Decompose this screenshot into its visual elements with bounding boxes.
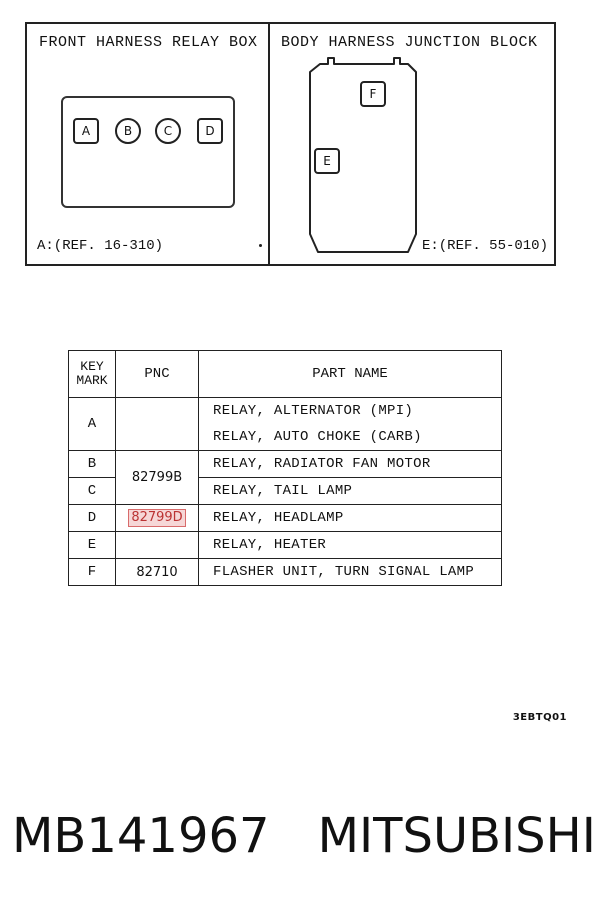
part-name-cell: RELAY, TAIL LAMP [198, 477, 502, 505]
header-part-name: PART NAME [198, 350, 502, 398]
part-number: MB141967 [12, 808, 270, 864]
part-name: RELAY, RADIATOR FAN MOTOR [213, 456, 431, 472]
part-name-cell: FLASHER UNIT, TURN SIGNAL LAMP [198, 558, 502, 586]
figure-code: 3EBTQ01 [512, 712, 567, 723]
highlighted-pnc-link[interactable]: 82799D [128, 509, 186, 527]
table-row: A RELAY, ALTERNATOR (MPI) RELAY, AUTO CH… [68, 397, 502, 451]
body-harness-junction-block-title: BODY HARNESS JUNCTION BLOCK [281, 34, 538, 51]
slot-f: F [360, 81, 386, 107]
front-harness-relay-box-title: FRONT HARNESS RELAY BOX [39, 34, 258, 51]
pnc-cell [115, 397, 199, 451]
part-name-cell: RELAY, ALTERNATOR (MPI) RELAY, AUTO CHOK… [198, 397, 502, 451]
slot-d: D [197, 118, 223, 144]
table-row: F 82710 FLASHER UNIT, TURN SIGNAL LAMP [68, 558, 502, 586]
key-mark-cell: D [68, 504, 116, 532]
slot-c: C [155, 118, 181, 144]
parts-table: KEY MARK PNC PART NAME A RELAY, ALTERNAT… [68, 350, 502, 586]
header-pnc: PNC [115, 350, 199, 398]
key-mark-cell: E [68, 531, 116, 559]
relay-box-outline: A B C D [61, 96, 235, 208]
key-mark-cell: F [68, 558, 116, 586]
slot-e: E [314, 148, 340, 174]
table-row: B 82799B RELAY, RADIATOR FAN MOTOR [68, 450, 502, 505]
pnc-cell [115, 531, 199, 559]
diagram-panels: FRONT HARNESS RELAY BOX A B C D A:(REF. … [25, 22, 556, 266]
key-mark-cell: A [68, 397, 116, 451]
part-name-cell: RELAY, RADIATOR FAN MOTOR [198, 450, 502, 478]
part-name: FLASHER UNIT, TURN SIGNAL LAMP [213, 564, 475, 580]
footer-caption: MB141967 MITSUBISHI [12, 808, 596, 864]
slot-a: A [73, 118, 99, 144]
part-name-cell: RELAY, HEATER [198, 531, 502, 559]
panel-divider [268, 24, 270, 264]
pnc-cell: 82799D [115, 504, 199, 532]
part-name: RELAY, ALTERNATOR (MPI) [213, 403, 414, 419]
part-name: RELAY, AUTO CHOKE (CARB) [213, 429, 422, 445]
table-row: E RELAY, HEATER [68, 531, 502, 559]
body-harness-ref: E:(REF. 55-010) [421, 238, 548, 254]
table-row: C RELAY, TAIL LAMP [68, 477, 502, 505]
part-name: RELAY, TAIL LAMP [213, 483, 353, 499]
key-mark-cell: B [68, 450, 116, 478]
slot-b: B [115, 118, 141, 144]
pnc-cell: 82799B [115, 450, 199, 505]
header-key-mark: KEY MARK [68, 350, 116, 398]
pnc-cell: 82710 [115, 558, 199, 586]
key-mark-cell: C [68, 477, 116, 505]
table-row: D 82799D RELAY, HEADLAMP [68, 504, 502, 532]
table-header-row: KEY MARK PNC PART NAME [68, 350, 502, 398]
speck [259, 244, 262, 247]
part-name: RELAY, HEATER [213, 537, 327, 553]
brand-name: MITSUBISHI [317, 808, 596, 864]
part-name-cell: RELAY, HEADLAMP [198, 504, 502, 532]
front-harness-ref: A:(REF. 16-310) [37, 238, 164, 254]
junction-block-outline [309, 57, 417, 253]
part-name: RELAY, HEADLAMP [213, 510, 344, 526]
